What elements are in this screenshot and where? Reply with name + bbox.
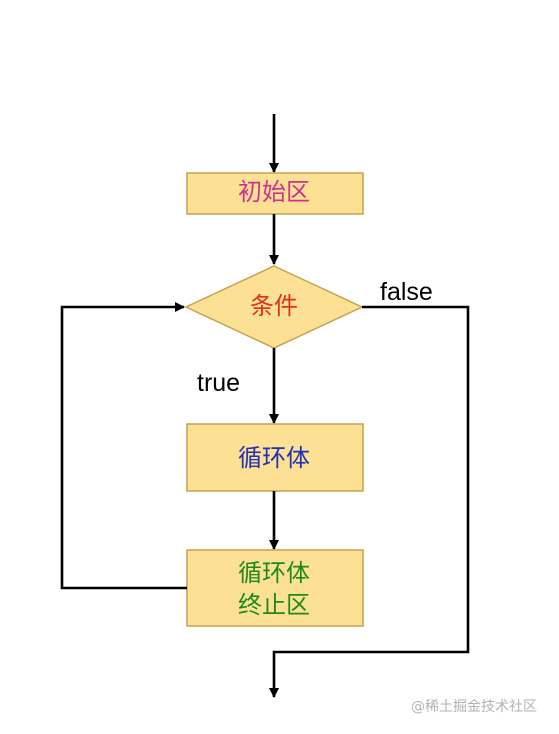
loop-body-label: 循环体 <box>238 444 310 472</box>
loop-body-box <box>186 423 364 492</box>
init-label: 初始区 <box>238 178 310 206</box>
condition-label: 条件 <box>250 292 298 320</box>
loop-back-edge <box>60 302 187 590</box>
false-label: false <box>380 278 433 306</box>
true-label: true <box>197 369 240 397</box>
watermark: @稀土掘金技术社区 <box>411 699 537 715</box>
loop-end-box <box>186 549 364 627</box>
false-exit-edge <box>269 305 470 698</box>
loop-end-label-line1: 循环体 <box>238 559 310 587</box>
loop-end-label-line2: 终止区 <box>238 591 310 619</box>
